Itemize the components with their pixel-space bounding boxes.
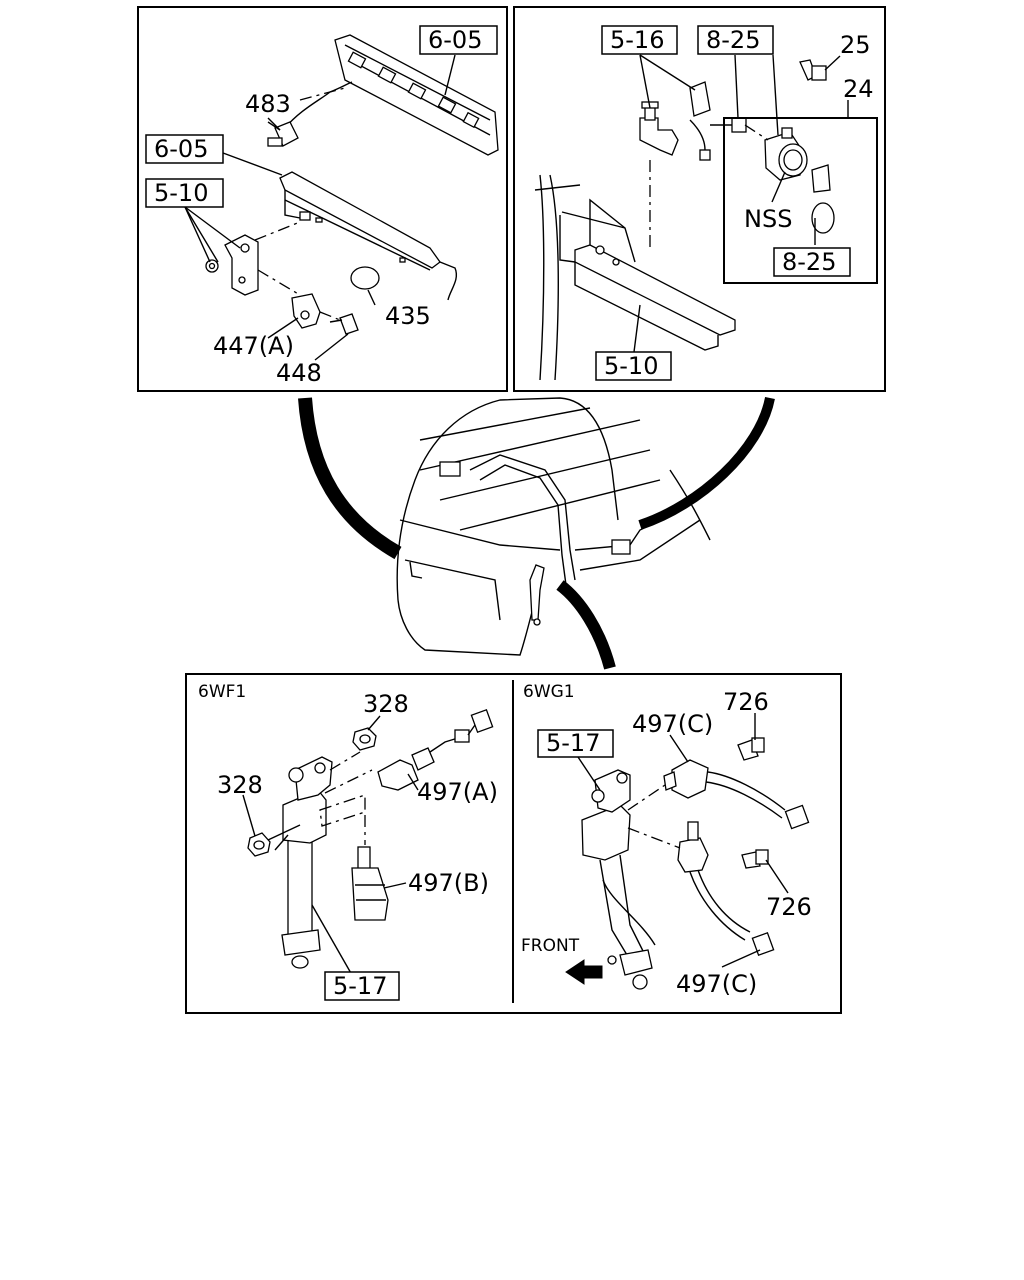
label-5-17-left: 5-17 [333, 972, 387, 1000]
panel-top-left: 483 6-05 6-05 5-10 435 447(A) 448 [137, 6, 508, 392]
label-497a: 497(A) [417, 778, 498, 806]
arrow-left-icon [565, 959, 603, 985]
label-726-lower: 726 [766, 893, 812, 921]
label-front: FRONT [521, 936, 580, 956]
label-435: 435 [385, 302, 431, 330]
label-483: 483 [245, 90, 291, 118]
label-497c-top: 497(C) [632, 710, 713, 738]
label-447a: 447(A) [213, 332, 294, 360]
label-25: 25 [840, 31, 871, 59]
variant-6wf1: 6WF1 [198, 682, 246, 702]
label-6-05-top: 6-05 [428, 26, 482, 54]
cab-illustration [298, 396, 775, 670]
label-8-25-top: 8-25 [706, 26, 760, 54]
label-497c-lower: 497(C) [676, 970, 757, 998]
label-5-17-right: 5-17 [546, 729, 600, 757]
label-328-left: 328 [217, 771, 263, 799]
label-24: 24 [843, 75, 874, 103]
label-5-10: 5-10 [154, 179, 208, 207]
label-8-25-lower: 8-25 [782, 248, 836, 276]
panel-bottom: 6WF1 [185, 673, 842, 1014]
label-726-top: 726 [723, 688, 769, 716]
label-6-05-lower: 6-05 [154, 135, 208, 163]
label-497b: 497(B) [408, 869, 489, 897]
label-448: 448 [276, 359, 322, 387]
label-5-10-right: 5-10 [604, 352, 658, 380]
variant-6wg1: 6WG1 [523, 682, 575, 702]
panel-top-right: 5-16 8-25 25 24 NSS 8-25 5-10 [513, 6, 886, 392]
label-5-16: 5-16 [610, 26, 664, 54]
label-328-top: 328 [363, 690, 409, 718]
label-nss: NSS [744, 205, 792, 233]
